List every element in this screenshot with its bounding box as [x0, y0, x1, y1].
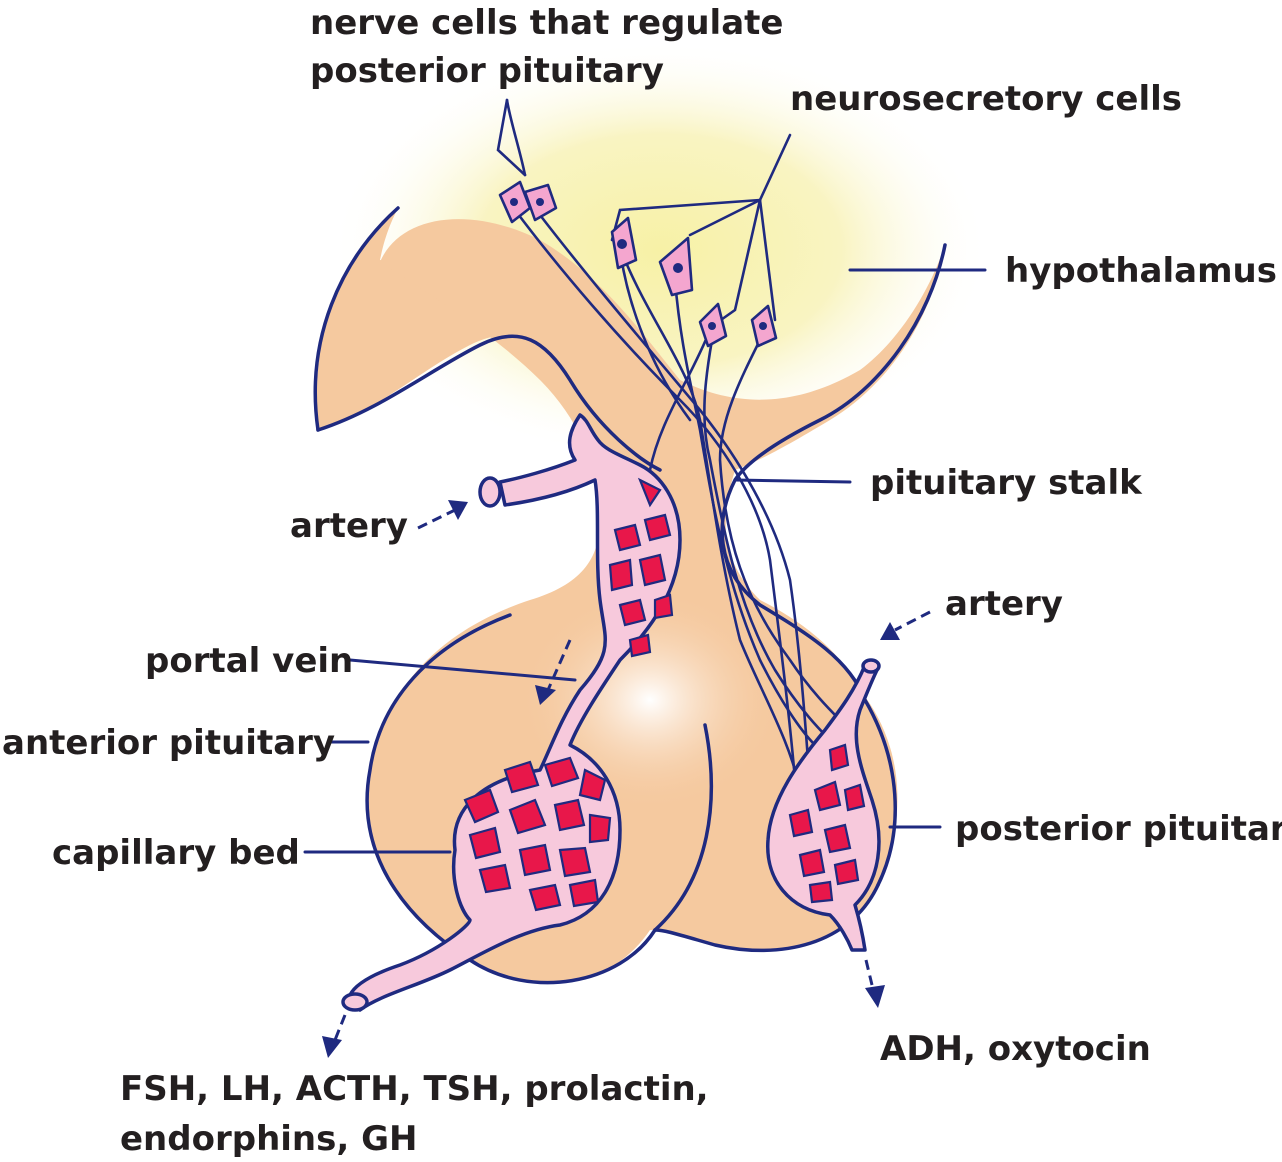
- label-artery-right: artery: [945, 584, 1063, 624]
- label-artery-left: artery: [290, 506, 408, 546]
- label-posterior-pituitary: posterior pituitary: [955, 809, 1282, 849]
- vein-opening-left: [341, 992, 369, 1012]
- artery-opening-left: [478, 476, 502, 508]
- hypothalamus-glow: [330, 40, 990, 460]
- flow-arrows: [322, 500, 931, 1058]
- label-anterior-pituitary: anterior pituitary: [2, 723, 335, 763]
- label-pituitary-stalk: pituitary stalk: [870, 463, 1143, 503]
- label-neurosecretory-cells: neurosecretory cells: [790, 79, 1182, 119]
- posterior-vessels: [766, 658, 881, 952]
- label-hypothalamus: hypothalamus: [1005, 251, 1277, 291]
- neurosecretory-cells: [610, 133, 842, 792]
- label-nerve-cells-line1: nerve cells that regulate: [310, 3, 783, 43]
- artery-left-arrow: [448, 500, 468, 520]
- labels: nerve cells that regulate posterior pitu…: [2, 3, 1282, 1159]
- leader-lines: [303, 268, 987, 854]
- label-posterior-hormones: ADH, oxytocin: [880, 1029, 1151, 1069]
- tissue-outline: [313, 206, 947, 985]
- artery-opening-right: [861, 658, 881, 674]
- label-portal-vein: portal vein: [145, 641, 353, 681]
- label-nerve-cells-line2: posterior pituitary: [310, 51, 664, 91]
- label-anterior-hormones-line2: endorphins, GH: [120, 1119, 417, 1159]
- label-anterior-hormones-line1: FSH, LH, ACTH, TSH, prolactin,: [120, 1069, 709, 1109]
- anterior-vessels: [341, 413, 682, 1012]
- label-capillary-bed: capillary bed: [52, 833, 300, 873]
